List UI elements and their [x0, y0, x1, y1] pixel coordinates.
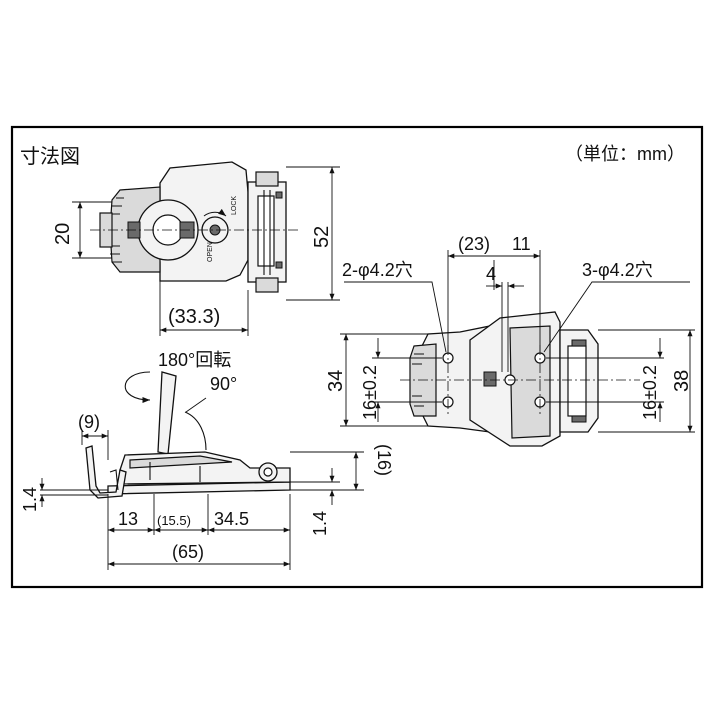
dim-11: 11	[512, 234, 531, 254]
drawing-frame	[10, 125, 704, 589]
dim-16-left: 16±0.2	[360, 365, 380, 420]
rotation-label: 180°回転	[158, 350, 231, 370]
dim-4: 4	[486, 264, 496, 284]
dim-34-5: 34.5	[214, 509, 249, 529]
dim-33-3: (33.3)	[168, 306, 220, 328]
lock-label: LOCK	[231, 196, 238, 215]
open-label: OPEN	[207, 242, 214, 262]
drawing-title: 寸法図	[20, 145, 80, 168]
angle-label: 90°	[210, 374, 237, 394]
pivot-inner	[263, 467, 273, 477]
rotation-arrow	[124, 371, 151, 404]
dim-15-5: (15.5)	[157, 513, 191, 528]
dim-16-side: (16)	[374, 444, 394, 476]
unit-label: （単位：mm）	[565, 144, 685, 164]
dim-1-4-left: 1.4	[20, 487, 40, 512]
dim-38: 38	[671, 370, 693, 392]
side-view: 180°回転 90° (9) 1.4	[20, 350, 394, 570]
dim-16-right: 16±0.2	[640, 365, 660, 420]
dim-1-4-right: 1.4	[310, 511, 330, 536]
dim-65: (65)	[172, 542, 204, 562]
dim-52: 52	[311, 226, 333, 248]
dim-9: (9)	[78, 412, 100, 432]
dim-13: 13	[118, 509, 138, 529]
dim-23: (23)	[458, 234, 490, 254]
dim-34: 34	[325, 370, 347, 392]
top-view: OPEN LOCK 20 52 (33.3)	[52, 161, 340, 336]
dim-20: 20	[52, 223, 74, 245]
holes-left-label: 2-φ4.2穴	[342, 260, 413, 280]
raised-lever	[157, 371, 177, 455]
mount-view: (23) 11 4 2-φ4.2穴 3-φ4.2穴 34 16±0.2 16±0…	[325, 234, 695, 447]
holes-right-label: 3-φ4.2穴	[582, 260, 653, 280]
